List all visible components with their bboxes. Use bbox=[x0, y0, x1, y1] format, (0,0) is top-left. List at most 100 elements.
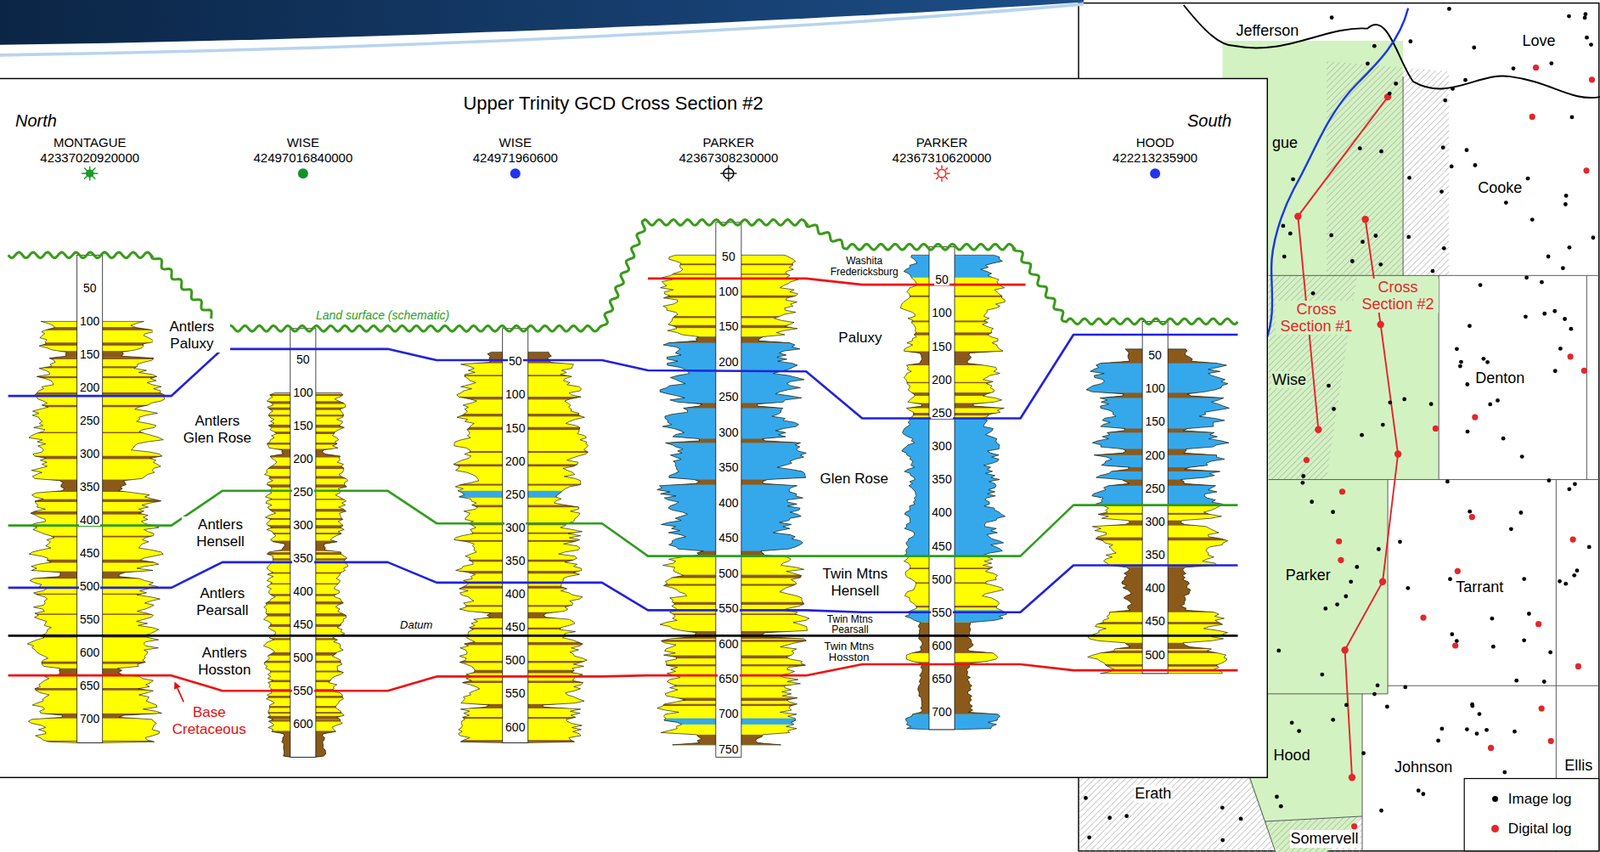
depth-number: 50 bbox=[507, 354, 524, 367]
log-dot bbox=[1548, 650, 1553, 655]
log-dot bbox=[1567, 353, 1574, 360]
log-dot bbox=[1552, 309, 1557, 314]
well-label: WISE bbox=[499, 135, 532, 150]
log-dot bbox=[1478, 282, 1483, 288]
log-dot bbox=[1459, 360, 1464, 365]
log-dot bbox=[1376, 546, 1381, 552]
depth-track bbox=[929, 247, 955, 730]
log-dot bbox=[1471, 45, 1477, 51]
well-symbol bbox=[720, 165, 737, 182]
log-dot bbox=[1514, 678, 1519, 683]
log-dot bbox=[1495, 398, 1500, 403]
well-label: HOOD bbox=[1136, 135, 1175, 150]
log-dot bbox=[1570, 114, 1575, 119]
depth-number: 200 bbox=[930, 373, 953, 386]
log-dot bbox=[1464, 147, 1470, 153]
gas-symbol bbox=[81, 166, 98, 181]
log-dot bbox=[1319, 672, 1324, 677]
well-dot bbox=[1379, 577, 1386, 585]
well-label: 424971960600 bbox=[473, 151, 558, 165]
county-label: Hood bbox=[1273, 746, 1312, 765]
depth-number: 450 bbox=[504, 620, 526, 633]
depth-number: 50 bbox=[295, 353, 311, 366]
log-dot bbox=[1475, 731, 1480, 736]
well-log bbox=[778, 247, 1105, 730]
log-dot bbox=[1520, 454, 1525, 459]
depth-number: 550 bbox=[504, 687, 526, 699]
depth-number: 700 bbox=[930, 705, 953, 718]
log-dot bbox=[1351, 822, 1358, 829]
depth-number: 200 bbox=[504, 455, 526, 468]
log-dot bbox=[1558, 346, 1563, 351]
log-dot bbox=[1420, 791, 1426, 796]
log-dot bbox=[1538, 704, 1545, 711]
log-dot bbox=[1124, 813, 1129, 818]
section-panel bbox=[0, 78, 1268, 778]
section-line bbox=[1297, 96, 1388, 430]
county-label: Somervell bbox=[1290, 829, 1360, 848]
depth-number: 650 bbox=[717, 672, 739, 685]
depth-track bbox=[77, 254, 103, 743]
depth-number: 100 bbox=[292, 386, 314, 399]
log-dot bbox=[1442, 246, 1447, 251]
depth-number: 350 bbox=[292, 552, 314, 564]
depth-number: 350 bbox=[717, 461, 739, 474]
log-dot bbox=[1083, 795, 1088, 800]
log-dot bbox=[1539, 280, 1544, 285]
log-dot bbox=[1535, 620, 1542, 627]
depth-number: 700 bbox=[78, 712, 101, 725]
log-dot bbox=[1450, 86, 1455, 91]
shale-stripe bbox=[0, 405, 254, 408]
log-dot bbox=[1326, 383, 1331, 389]
depth-number: 450 bbox=[717, 531, 739, 544]
log-dot bbox=[1331, 406, 1336, 412]
depth-number: 600 bbox=[292, 717, 314, 730]
depth-number: 500 bbox=[930, 573, 953, 586]
log-dot bbox=[1274, 794, 1279, 800]
well-label: 42497016840000 bbox=[253, 151, 353, 165]
log-dot bbox=[1469, 513, 1476, 520]
log-dot bbox=[1402, 397, 1407, 402]
depth-number: 350 bbox=[930, 473, 953, 485]
log-dot bbox=[1301, 473, 1306, 479]
log-dot bbox=[1564, 193, 1569, 198]
depth-number: 250 bbox=[78, 414, 101, 427]
datum-label: Datum bbox=[398, 619, 434, 632]
log-dot bbox=[1107, 815, 1112, 820]
depth-number: 300 bbox=[292, 518, 314, 531]
formation-label: Antlers Pearsall bbox=[183, 585, 261, 620]
log-dot bbox=[1530, 217, 1535, 222]
log-dot bbox=[1445, 479, 1450, 485]
datum-line bbox=[8, 634, 1239, 637]
log-dot bbox=[1588, 76, 1595, 83]
shale-stripe bbox=[0, 740, 254, 742]
log-dot bbox=[1560, 265, 1566, 271]
log-dot bbox=[1393, 81, 1398, 86]
county-label: Jefferson bbox=[1234, 22, 1300, 40]
log-dot bbox=[1447, 6, 1452, 12]
log-dot bbox=[1571, 573, 1577, 578]
depth-track bbox=[1142, 321, 1168, 673]
depth-number: 100 bbox=[930, 306, 953, 319]
depth-number: 350 bbox=[504, 554, 526, 567]
log-dot bbox=[1385, 704, 1390, 710]
log-dot bbox=[1447, 576, 1453, 581]
log-dot bbox=[1487, 402, 1493, 407]
well-symbol bbox=[298, 168, 309, 179]
log-dot bbox=[1354, 564, 1359, 570]
well-symbol bbox=[510, 168, 521, 179]
log-dot bbox=[1473, 163, 1478, 168]
log-dot bbox=[1547, 478, 1552, 483]
depth-number: 200 bbox=[292, 452, 314, 465]
log-dot bbox=[1387, 400, 1392, 405]
county-label: gue bbox=[1271, 134, 1299, 153]
depth-number: 500 bbox=[292, 651, 314, 664]
formation-top bbox=[647, 278, 1026, 285]
log-dot bbox=[1583, 167, 1589, 174]
formation-label: Antlers Hosston bbox=[185, 644, 264, 679]
log-dot bbox=[1463, 78, 1468, 83]
well-dot bbox=[1394, 450, 1402, 457]
county-line bbox=[1224, 76, 1600, 852]
log-dot bbox=[1441, 145, 1446, 150]
log-dot bbox=[1405, 585, 1410, 591]
